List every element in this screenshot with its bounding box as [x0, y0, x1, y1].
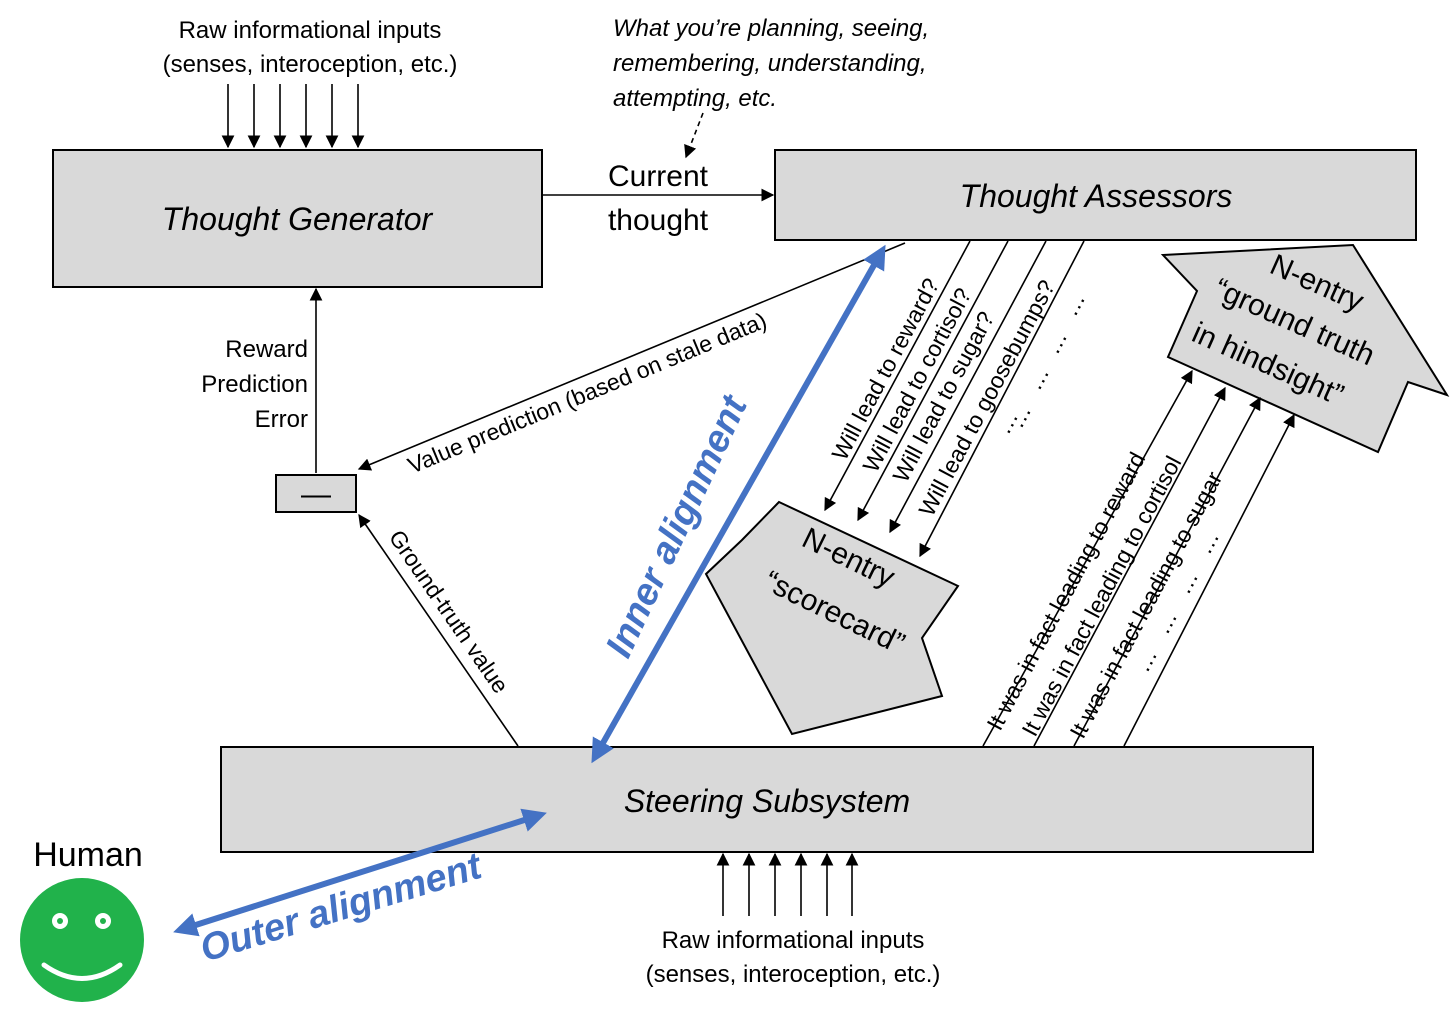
- signal-reward: It was in fact leading to reward: [981, 448, 1150, 735]
- human: Human: [20, 836, 144, 1002]
- thought-assessors-label: Thought Assessors: [960, 178, 1233, 214]
- annotation-line1: What you’re planning, seeing,: [613, 15, 929, 42]
- thought-assessors-box: Thought Assessors: [774, 149, 1417, 241]
- top-inputs-line1: Raw informational inputs: [179, 17, 442, 44]
- current-thought-label-2: thought: [608, 204, 709, 237]
- ground-truth-value-edge: Ground-truth value: [358, 513, 519, 747]
- bottom-inputs-line2: (senses, interoception, etc.): [646, 961, 941, 988]
- ground-truth-value-label: Ground-truth value: [384, 525, 514, 698]
- outer-alignment-label: Outer alignment: [195, 845, 487, 971]
- current-thought-label-1: Current: [608, 160, 709, 193]
- bottom-input-arrows: [716, 852, 859, 916]
- current-thought-edge: Current thought: [542, 160, 775, 237]
- thought-generator-box: Thought Generator: [52, 149, 543, 288]
- smiley-face-icon: [20, 878, 144, 1002]
- subtract-box: —: [275, 474, 357, 513]
- human-label: Human: [33, 836, 143, 874]
- reward-prediction-error-edge: Reward Prediction Error: [201, 287, 323, 473]
- annotation-line2: remembering, understanding,: [613, 50, 927, 77]
- subtract-symbol: —: [301, 478, 331, 511]
- ground-truth-signal-arrows: [982, 369, 1295, 747]
- top-inputs-line2: (senses, interoception, etc.): [163, 51, 458, 78]
- steering-subsystem-label: Steering Subsystem: [624, 783, 910, 819]
- scorecard-arrow: N-entry “scorecard”: [704, 500, 960, 736]
- annotation-line3: attempting, etc.: [613, 85, 777, 112]
- steering-subsystem-box: Steering Subsystem: [220, 746, 1314, 853]
- question-ellipsis-3: …: [1020, 362, 1054, 395]
- top-input-arrows: [221, 84, 365, 149]
- ground-truth-hindsight-arrow: N-entry “ground truth in hindsight”: [1160, 243, 1450, 454]
- thought-annotation: What you’re planning, seeing, rememberin…: [613, 15, 929, 159]
- ground-truth-signal-labels: It was in fact leading to reward It was …: [981, 448, 1227, 743]
- rpe-label-3: Error: [255, 406, 308, 433]
- thought-generator-label: Thought Generator: [162, 201, 434, 237]
- rpe-label-2: Prediction: [201, 371, 308, 398]
- bottom-raw-inputs: Raw informational inputs (senses, intero…: [646, 852, 941, 988]
- bottom-inputs-line1: Raw informational inputs: [662, 927, 925, 954]
- question-ellipsis-2: …: [1038, 326, 1072, 359]
- question-ellipsis-1: …: [1056, 288, 1090, 321]
- rpe-label-1: Reward: [225, 336, 308, 363]
- top-raw-inputs: Raw informational inputs (senses, intero…: [163, 17, 458, 149]
